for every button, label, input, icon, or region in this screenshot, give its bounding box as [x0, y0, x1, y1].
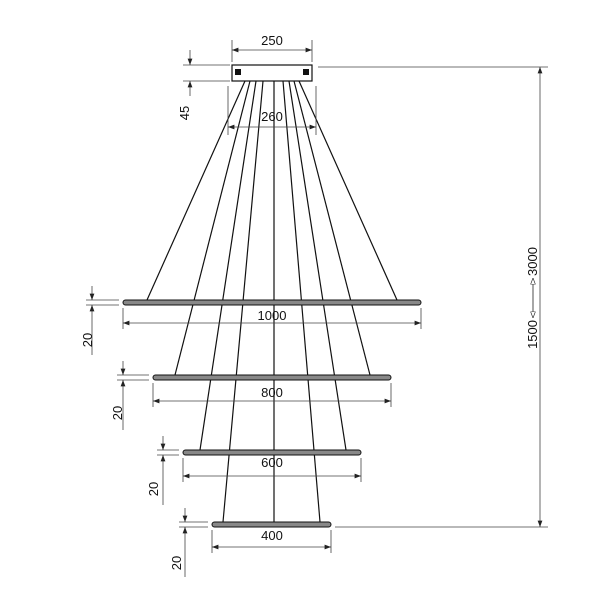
cable-1: [146, 80, 246, 301]
ring-4: [211, 521, 332, 528]
height-min-label: 1500: [525, 320, 540, 349]
rings: [122, 299, 422, 528]
canopy-width-label: 250: [261, 33, 283, 48]
cable-5: [199, 80, 257, 451]
ring-2-thickness-label: 20: [110, 406, 125, 420]
ring-2: [152, 374, 392, 381]
cable-4: [293, 80, 371, 376]
ceiling-canopy: [231, 64, 313, 82]
ring-3-thickness-label: 20: [146, 482, 161, 496]
ring-2-diameter-label: 800: [261, 385, 283, 400]
canopy-screw-left: [235, 69, 241, 75]
ring-1-diameter-label: 1000: [258, 308, 287, 323]
overall-height-label: 1500 3000: [525, 247, 540, 349]
canopy-screw-right: [303, 69, 309, 75]
ring-3: [182, 449, 362, 456]
ring-4-thickness-label: 20: [169, 556, 184, 570]
cable-3: [174, 80, 251, 376]
dimension-lines: [86, 40, 548, 577]
height-max-label: 3000: [525, 247, 540, 276]
cable-2: [298, 80, 398, 301]
cable-spread-label: 260: [261, 109, 283, 124]
canopy-height-label: 45: [177, 106, 192, 120]
ring-3-diameter-label: 600: [261, 455, 283, 470]
ring-4-diameter-label: 400: [261, 528, 283, 543]
cable-6: [288, 80, 347, 451]
ring-1-thickness-label: 20: [80, 333, 95, 347]
ring-1: [122, 299, 422, 306]
